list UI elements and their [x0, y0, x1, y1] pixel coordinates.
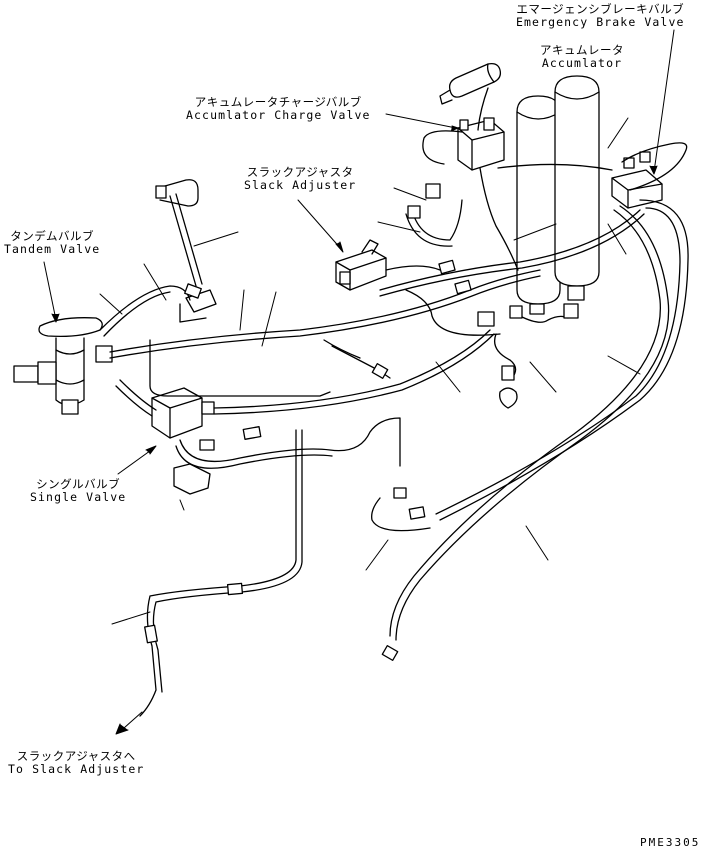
tandem-valve-unit: [13, 317, 113, 415]
emergency-brake-valve: [611, 151, 663, 209]
accumulator-charge-valve-en: Accumlator Charge Valve: [186, 108, 371, 122]
accumulator-charge-valve-label: アキュムレータチャージバルブ Accumlator Charge Valve: [186, 96, 371, 122]
filter-canister: [439, 62, 502, 105]
single-valve-en: Single Valve: [30, 490, 127, 504]
to-slack-adjuster-en: To Slack Adjuster: [8, 762, 145, 776]
single-valve-unit: [151, 387, 215, 495]
tandem-valve-en: Tandem Valve: [4, 242, 101, 256]
accumulator-charge-valve-jp: アキュムレータチャージバルブ: [194, 95, 362, 109]
accumulator-en: Accumlator: [541, 56, 623, 70]
emergency-brake-valve-jp: エマージェンシブレーキバルブ: [516, 2, 685, 16]
accumulator-tanks: [516, 75, 600, 315]
single-valve-jp: シングルバルブ: [36, 477, 121, 491]
emergency-brake-valve-label: エマージェンシブレーキバルブ Emergency Brake Valve: [516, 3, 685, 29]
tandem-valve-jp: タンデムバルブ: [10, 229, 95, 243]
accumulator-charge-valve: [457, 117, 505, 171]
tandem-valve-label: タンデムバルブ Tandem Valve: [4, 230, 100, 256]
accumulator-label: アキュムレータ Accumlator: [540, 44, 624, 70]
slack-adjuster-jp: スラックアジャスタ: [246, 165, 354, 179]
mounting-bracket: [157, 179, 217, 323]
to-slack-adjuster-label: スラックアジャスタへ To Slack Adjuster: [8, 750, 144, 776]
pipe-runs: [99, 87, 689, 717]
single-valve-label: シングルバルブ Single Valve: [30, 478, 126, 504]
drawing-code: PME3305: [640, 836, 701, 849]
to-slack-adjuster-jp: スラックアジャスタへ: [16, 749, 136, 763]
accumulator-jp: アキュムレータ: [540, 43, 624, 57]
emergency-brake-valve-en: Emergency Brake Valve: [516, 15, 685, 29]
slack-adjuster-unit: [335, 239, 387, 291]
leader-lines: [43, 29, 675, 735]
slack-adjuster-en: Slack Adjuster: [244, 178, 357, 192]
pipe-fittings: [144, 183, 579, 661]
slack-adjuster-label: スラックアジャスタ Slack Adjuster: [244, 166, 356, 192]
